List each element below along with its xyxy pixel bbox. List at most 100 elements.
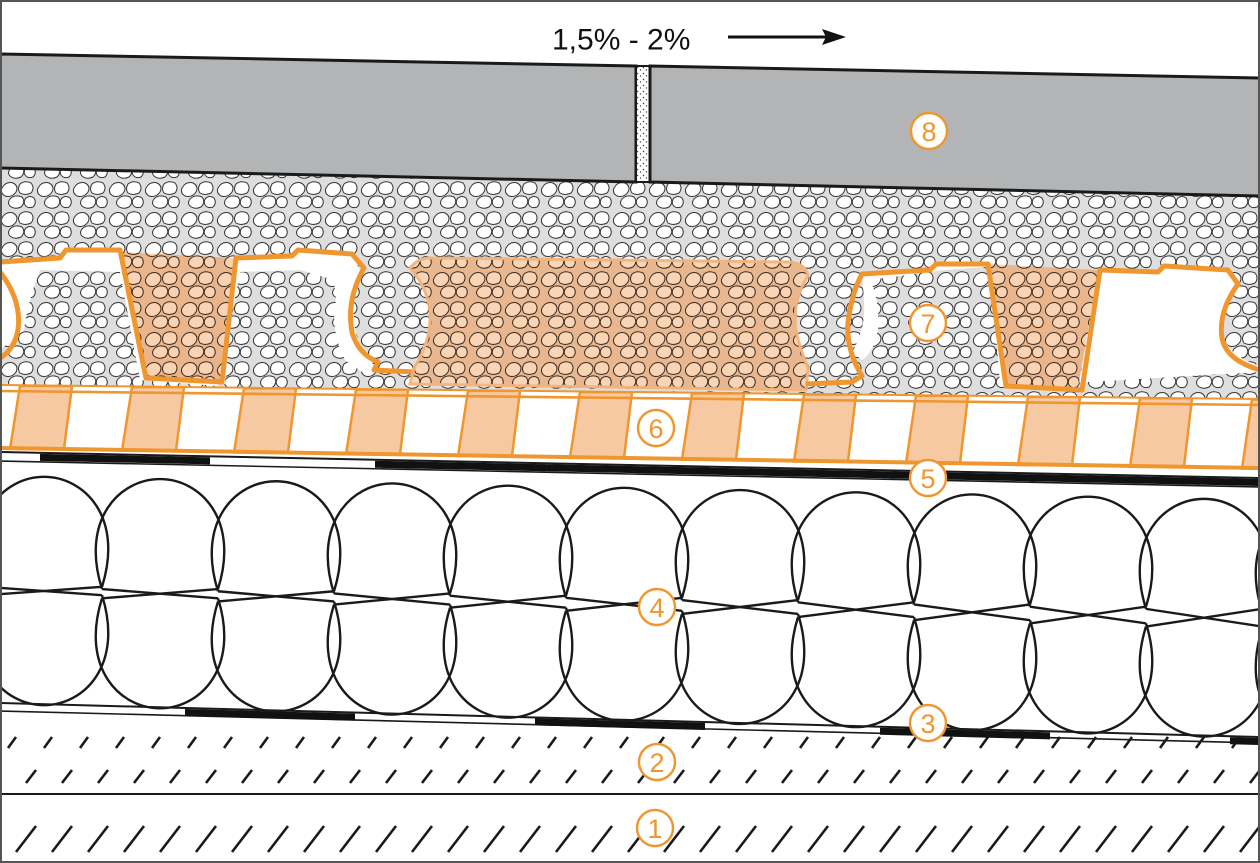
- separation-overlap-band: [375, 460, 545, 472]
- layer-2-screed: [1, 736, 1259, 784]
- layer-6-drainage-mat: [1, 382, 1259, 470]
- drainage-cell: [680, 392, 746, 461]
- callout-5-label: 5: [920, 464, 935, 494]
- insulation-fibre-curve: [326, 604, 458, 716]
- screed-hatch-mark: [24, 769, 38, 784]
- callout-3: 3: [908, 703, 948, 743]
- screed-hatch-mark: [42, 736, 54, 749]
- insulation-fibre-curve: [210, 480, 342, 592]
- slope-indicator: 1,5% - 2%: [552, 24, 846, 57]
- screed-hatch-mark: [960, 769, 974, 784]
- screed-hatch-mark: [546, 736, 558, 749]
- callout-5: 5: [908, 458, 948, 498]
- callout-6: 6: [636, 408, 676, 448]
- screed-hatch-mark: [1050, 736, 1062, 749]
- screed-hatch-mark: [6, 736, 18, 749]
- slab-hatch-mark: [950, 825, 974, 853]
- slab-hatch-mark: [50, 825, 74, 853]
- insulation-fibre-curve: [1254, 545, 1259, 605]
- insulation-fibre-curve: [1138, 626, 1259, 738]
- screed-hatch-mark: [816, 769, 830, 784]
- slab-hatch-mark: [878, 825, 902, 853]
- drainage-cell: [344, 388, 410, 456]
- screed-hatch-mark: [1212, 769, 1226, 784]
- screed-hatch-mark: [1176, 769, 1190, 784]
- paver-slab-right: [648, 64, 1259, 198]
- screed-hatch-mark: [366, 736, 378, 749]
- drainage-cell: [1128, 397, 1194, 469]
- layer-5-separation-layer: [1, 451, 1259, 488]
- screed-hatch-mark: [726, 736, 738, 749]
- insulation-fibre-line: [1, 585, 103, 596]
- layer-4-insulation: [1, 475, 1259, 738]
- insulation-fibre-curve: [442, 484, 574, 597]
- drainage-cell: [1240, 398, 1259, 470]
- slab-hatch-mark: [770, 825, 794, 853]
- screed-hatch-mark: [582, 736, 594, 749]
- screed-hatch-mark: [924, 769, 938, 784]
- separation-overlap-band: [1030, 474, 1200, 485]
- drainage-cell: [456, 389, 522, 458]
- separation-overlap-band: [700, 467, 870, 478]
- insulation-fibre-curve: [1254, 636, 1259, 696]
- screed-hatch-mark: [852, 769, 866, 784]
- insulation-fibre-line: [797, 601, 915, 619]
- slab-hatch-mark: [14, 825, 38, 853]
- screed-hatch-mark: [78, 736, 90, 749]
- screed-hatch-mark: [978, 736, 990, 749]
- screed-hatch-mark: [1140, 769, 1154, 784]
- slab-hatch-mark: [986, 825, 1010, 853]
- insulation-fibre-curve: [558, 610, 690, 723]
- slab-hatch-mark: [446, 825, 470, 853]
- insulation-fibre-curve: [1, 475, 110, 588]
- insulation-fibre-curve: [1022, 623, 1154, 735]
- slope-arrow-icon: [822, 29, 846, 45]
- callout-7: 7: [908, 303, 948, 343]
- membrane-overlap-band: [1230, 737, 1259, 745]
- callout-8-label: 8: [921, 117, 936, 147]
- screed-hatch-mark: [60, 769, 74, 784]
- screed-hatch-mark: [618, 736, 630, 749]
- insulation-fibre-line: [1145, 608, 1259, 628]
- layer-3-membrane: [1, 702, 1259, 745]
- screed-hatch-mark: [348, 769, 362, 784]
- screed-hatch-mark: [762, 736, 774, 749]
- slab-hatch-mark: [1202, 825, 1226, 853]
- slab-hatch-mark: [662, 825, 686, 853]
- membrane-overlap-band: [185, 708, 355, 721]
- slab-hatch-mark: [914, 825, 938, 853]
- membrane-overlap-band: [535, 718, 705, 731]
- slab-hatch-mark: [518, 825, 542, 853]
- drainage-cell: [120, 385, 186, 452]
- insulation-fibre-curve: [558, 486, 690, 599]
- screed-hatch-mark: [780, 769, 794, 784]
- callout-7-label: 7: [920, 309, 935, 339]
- insulation-fibre-curve: [210, 601, 342, 713]
- slab-hatch-mark: [482, 825, 506, 853]
- layer-7-pedestals: [1, 247, 1259, 393]
- screed-hatch-mark: [834, 736, 846, 749]
- callout-1-label: 1: [647, 814, 662, 844]
- screed-hatch-mark: [150, 736, 162, 749]
- screed-hatch-mark: [1122, 736, 1134, 749]
- insulation-fibre-curve: [1022, 495, 1154, 608]
- slab-hatch-mark: [1022, 825, 1046, 853]
- screed-hatch-mark: [798, 736, 810, 749]
- screed-hatch-mark: [1068, 769, 1082, 784]
- insulation-fibre-curve: [906, 619, 1038, 732]
- callout-2-label: 2: [649, 748, 664, 778]
- slab-hatch-mark: [338, 825, 362, 853]
- screed-hatch-mark: [114, 736, 126, 749]
- slab-hatch-mark: [590, 825, 614, 853]
- screed-hatch-mark: [708, 769, 722, 784]
- insulation-fibre-line: [913, 603, 1031, 622]
- insulation-fibre-line: [101, 587, 219, 600]
- screed-hatch-mark: [942, 736, 954, 749]
- screed-hatch-mark: [168, 769, 182, 784]
- screed-hatch-mark: [996, 769, 1010, 784]
- screed-hatch-mark: [330, 736, 342, 749]
- insulation-fibre-curve: [94, 477, 226, 590]
- screed-hatch-mark: [1014, 736, 1026, 749]
